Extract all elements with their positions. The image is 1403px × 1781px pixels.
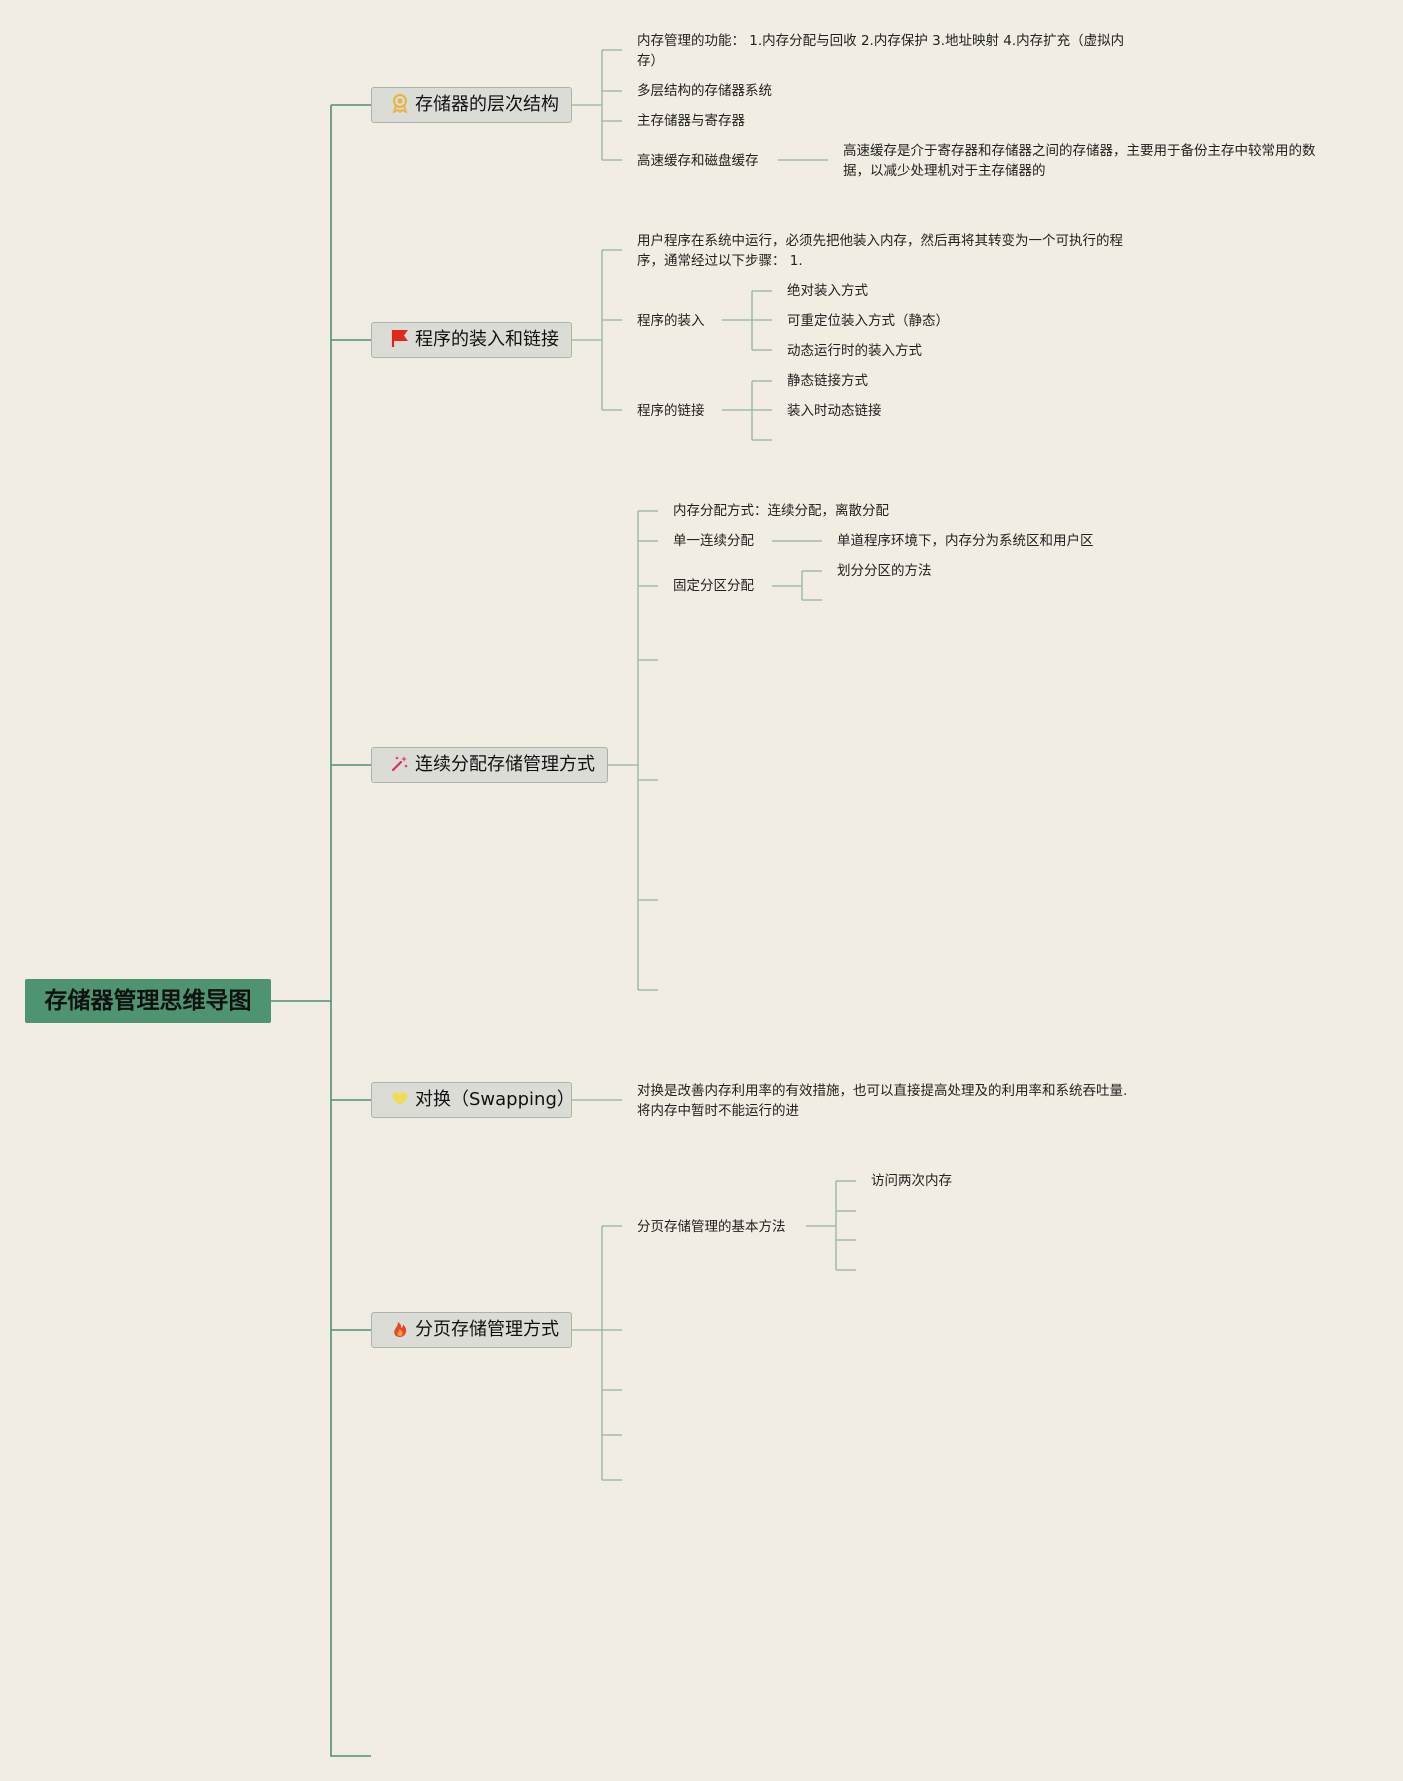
leaf-absolute-load[interactable]: 绝对装入方式	[787, 283, 868, 299]
branch-contiguous-allocation[interactable]: 连续分配存储管理方式	[371, 747, 608, 783]
leaf-allocation-methods[interactable]: 内存分配方式：连续分配，离散分配	[673, 503, 889, 519]
leaf-dynamic-runtime-load[interactable]: 动态运行时的装入方式	[787, 343, 922, 359]
leaf-single-contiguous-note[interactable]: 单道程序环境下，内存分为系统区和用户区	[837, 533, 1094, 549]
leaf-load-time-dynamic-link[interactable]: 装入时动态链接	[787, 403, 882, 419]
leaf-relocatable-load[interactable]: 可重定位装入方式（静态）	[787, 313, 949, 329]
branch-program-load-link[interactable]: 程序的装入和链接	[371, 322, 572, 358]
heart-icon	[392, 1092, 408, 1105]
leaf-single-contiguous[interactable]: 单一连续分配	[673, 533, 754, 549]
leaf-static-link[interactable]: 静态链接方式	[787, 373, 868, 389]
leaf-multilevel-system[interactable]: 多层结构的存储器系统	[637, 83, 772, 99]
branch-label: 连续分配存储管理方式	[415, 754, 595, 775]
branch-storage-hierarchy[interactable]: 存储器的层次结构	[371, 87, 572, 123]
flag-icon	[391, 330, 408, 347]
leaf-main-memory-registers[interactable]: 主存储器与寄存器	[637, 113, 745, 129]
leaf-swapping-note[interactable]: 对换是改善内存利用率的有效措施，也可以直接提高处理及的利用率和系统吞吐量. 将内…	[637, 1083, 1128, 1119]
branch-swapping[interactable]: 对换（Swapping）	[371, 1082, 575, 1118]
leaf-program-intro[interactable]: 用户程序在系统中运行，必须先把他装入内存，然后再将其转变为一个可执行的程序，通常…	[637, 233, 1123, 269]
branch-label: 对换（Swapping）	[415, 1089, 575, 1110]
leaf-cache-note[interactable]: 高速缓存是介于寄存器和存储器之间的存储器，主要用于备份主存中较常用的数据，以减少…	[843, 143, 1316, 179]
sparkle-icon	[391, 756, 408, 772]
leaf-paging-basic-method[interactable]: 分页存储管理的基本方法	[637, 1219, 786, 1235]
fire-icon	[394, 1322, 407, 1337]
leaf-program-loading[interactable]: 程序的装入	[637, 313, 705, 329]
leaf-program-linking[interactable]: 程序的链接	[637, 403, 705, 419]
branch-paging[interactable]: 分页存储管理方式	[371, 1312, 572, 1348]
branch-label: 存储器的层次结构	[415, 94, 559, 115]
branch-label: 程序的装入和链接	[415, 329, 559, 350]
leaf-cache-disk-cache[interactable]: 高速缓存和磁盘缓存	[637, 153, 759, 169]
leaf-partition-method[interactable]: 划分分区的方法	[837, 563, 932, 579]
branch-label: 分页存储管理方式	[415, 1319, 559, 1340]
leaf-memory-functions[interactable]: 内存管理的功能： 1.内存分配与回收 2.内存保护 3.地址映射 4.内存扩充（…	[637, 33, 1125, 69]
badge-icon	[392, 94, 408, 113]
leaf-two-memory-accesses[interactable]: 访问两次内存	[871, 1173, 952, 1189]
root-topic[interactable]: 存储器管理思维导图	[25, 979, 271, 1023]
spine	[330, 105, 371, 1757]
leaf-fixed-partition[interactable]: 固定分区分配	[673, 578, 754, 594]
